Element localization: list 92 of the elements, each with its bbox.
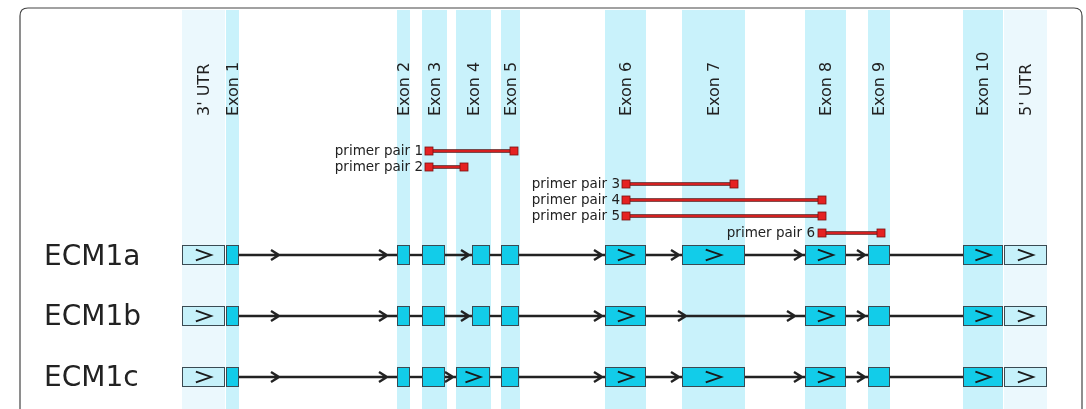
- intron-arrow: [443, 370, 458, 384]
- exon-box: [501, 245, 519, 265]
- exon-box: [805, 367, 846, 387]
- exon-box: [868, 367, 890, 387]
- transcript-name: ECM1c: [44, 361, 139, 393]
- column-heading: Exon 7: [704, 61, 723, 116]
- exon-box: [226, 245, 239, 265]
- utr-box: [182, 245, 225, 265]
- intron-arrow: [743, 248, 807, 262]
- exon-box: [422, 306, 445, 326]
- exon-box: [963, 306, 1003, 326]
- exon-box: [501, 306, 519, 326]
- intron-arrow: [517, 248, 607, 262]
- exon-box: [605, 367, 646, 387]
- utr-box: [182, 367, 225, 387]
- exon-column-band: [226, 10, 239, 409]
- column-heading: Exon 10: [974, 51, 992, 116]
- exon-box: [456, 367, 490, 387]
- utr-column-band: [1004, 10, 1047, 409]
- primer-label: primer pair 3: [531, 176, 620, 191]
- exon-box: [605, 245, 646, 265]
- intron-arrow: [443, 309, 474, 323]
- exon-box: [682, 245, 745, 265]
- intron-line: [490, 375, 501, 379]
- column-heading: 5' UTR: [1016, 63, 1035, 116]
- intron-line: [410, 253, 422, 257]
- intron-line: [490, 253, 501, 257]
- intron-arrow: [644, 370, 684, 384]
- column-heading: Exon 8: [816, 61, 835, 116]
- intron-line: [490, 314, 501, 318]
- column-heading: Exon 3: [425, 61, 444, 116]
- intron-arrow: [743, 370, 807, 384]
- exon-box: [472, 245, 490, 265]
- exon-box: [397, 306, 410, 326]
- intron-line: [890, 253, 963, 257]
- exon-box: [397, 367, 410, 387]
- exon-box: [805, 306, 846, 326]
- exon-box: [963, 245, 1003, 265]
- intron-arrow: [844, 248, 870, 262]
- exon-box: [501, 367, 519, 387]
- column-heading: Exon 6: [616, 61, 635, 116]
- column-heading: Exon 9: [870, 61, 888, 116]
- exon-box: [963, 367, 1003, 387]
- exon-box: [422, 245, 445, 265]
- intron-arrow: [237, 248, 399, 262]
- utr-box: [1004, 367, 1047, 387]
- utr-box: [1004, 245, 1047, 265]
- exon-box: [868, 245, 890, 265]
- exon-column-band: [501, 10, 520, 409]
- intron-arrow: [443, 248, 474, 262]
- exon-box: [397, 245, 410, 265]
- intron-arrow: [237, 309, 399, 323]
- column-heading: Exon 2: [394, 61, 413, 116]
- exon-box: [226, 367, 239, 387]
- exon-box: [605, 306, 646, 326]
- exon-column-band: [805, 10, 846, 409]
- intron-line: [410, 375, 422, 379]
- exon-box: [472, 306, 490, 326]
- column-heading: Exon 5: [501, 61, 520, 116]
- exon-column-band: [963, 10, 1003, 409]
- intron-arrow: [644, 309, 807, 323]
- intron-line: [890, 375, 963, 379]
- exon-box: [422, 367, 445, 387]
- intron-arrow: [517, 309, 607, 323]
- intron-line: [410, 314, 422, 318]
- intron-arrow: [237, 370, 399, 384]
- intron-arrow: [517, 370, 607, 384]
- exon-column-band: [868, 10, 890, 409]
- intron-arrow: [844, 309, 870, 323]
- exon-box: [805, 245, 846, 265]
- exon-box: [868, 306, 890, 326]
- primer-label: primer pair 5: [531, 208, 620, 223]
- primer-label: primer pair 6: [726, 225, 815, 240]
- intron-arrow: [644, 248, 684, 262]
- utr-box: [182, 306, 225, 326]
- transcript-name: ECM1a: [44, 240, 141, 272]
- primer-label: primer pair 2: [334, 159, 423, 174]
- intron-arrow: [844, 370, 870, 384]
- utr-column-band: [182, 10, 225, 409]
- exon-column-band: [422, 10, 447, 409]
- utr-box: [1004, 306, 1047, 326]
- exon-box: [226, 306, 239, 326]
- intron-line: [890, 314, 963, 318]
- transcript-name: ECM1b: [44, 300, 141, 332]
- column-heading: Exon 4: [464, 61, 483, 116]
- column-heading: Exon 1: [223, 61, 242, 116]
- primer-label: primer pair 1: [334, 143, 423, 158]
- primer-label: primer pair 4: [531, 192, 620, 207]
- column-heading: 3' UTR: [194, 63, 213, 116]
- exon-box: [682, 367, 745, 387]
- exon-column-band: [605, 10, 646, 409]
- exon-column-band: [456, 10, 491, 409]
